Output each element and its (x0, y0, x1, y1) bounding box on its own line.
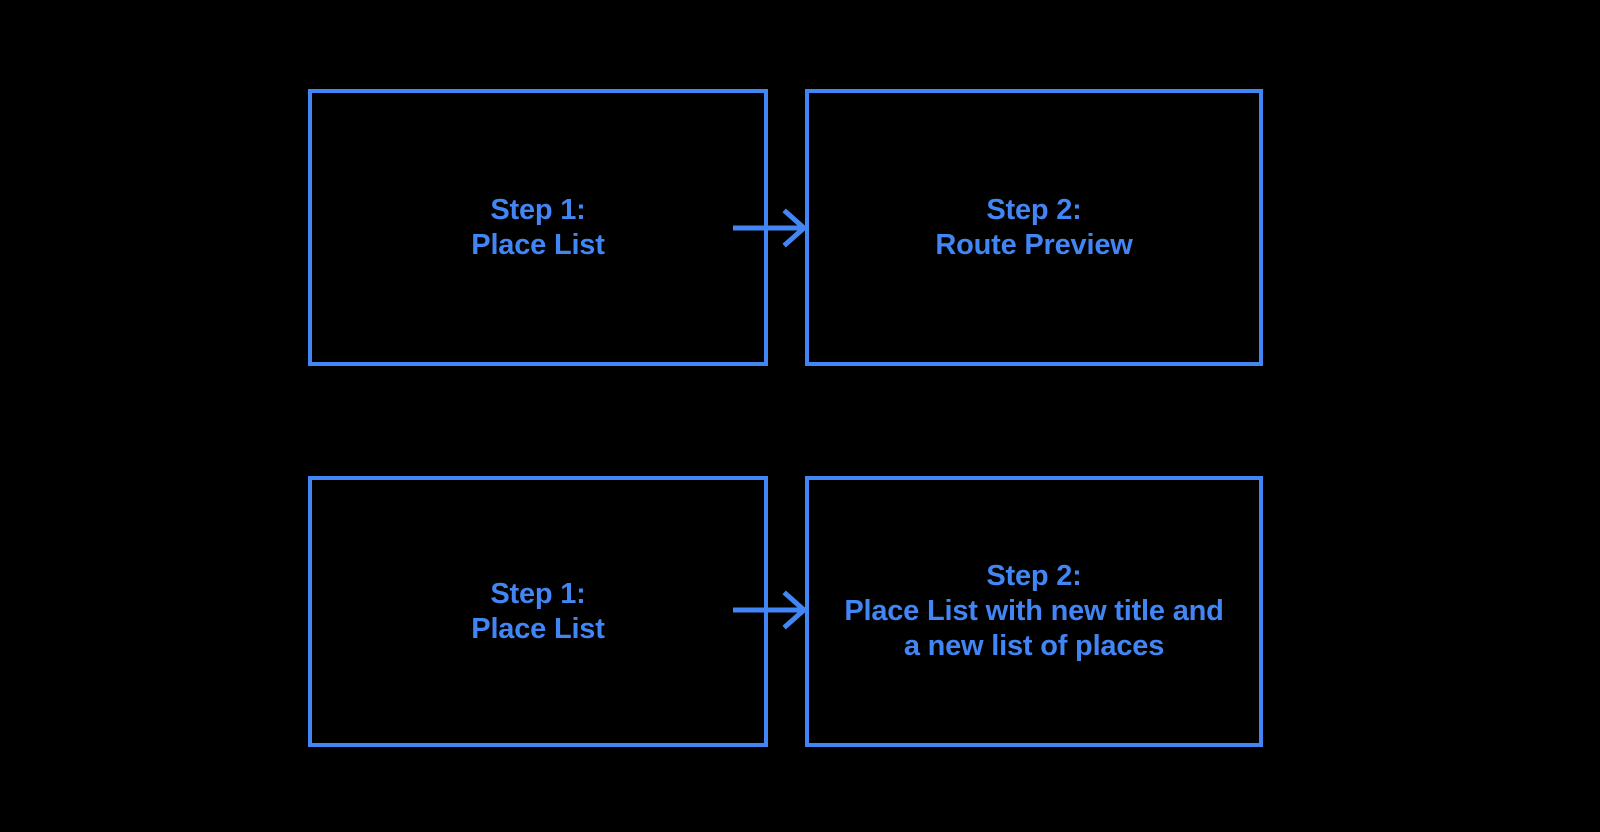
step-box-label: Step 1: Place List (471, 193, 605, 261)
step-box-step-1-place-list[interactable]: Step 1: Place List (308, 476, 768, 747)
step-box-step-1-place-list[interactable]: Step 1: Place List (308, 89, 768, 366)
step-box-step-2-place-list-updated[interactable]: Step 2: Place List with new title and a … (805, 476, 1263, 747)
flow-row-route-preview: Step 1: Place List Step 2: Route Preview (0, 89, 1600, 366)
step-box-label: Step 2: Route Preview (935, 193, 1133, 261)
step-box-label: Step 1: Place List (471, 577, 605, 645)
flow-row-new-place-list: Step 1: Place List Step 2: Place List wi… (0, 476, 1600, 747)
step-box-step-2-route-preview[interactable]: Step 2: Route Preview (805, 89, 1263, 366)
step-box-label: Step 2: Place List with new title and a … (844, 560, 1224, 662)
